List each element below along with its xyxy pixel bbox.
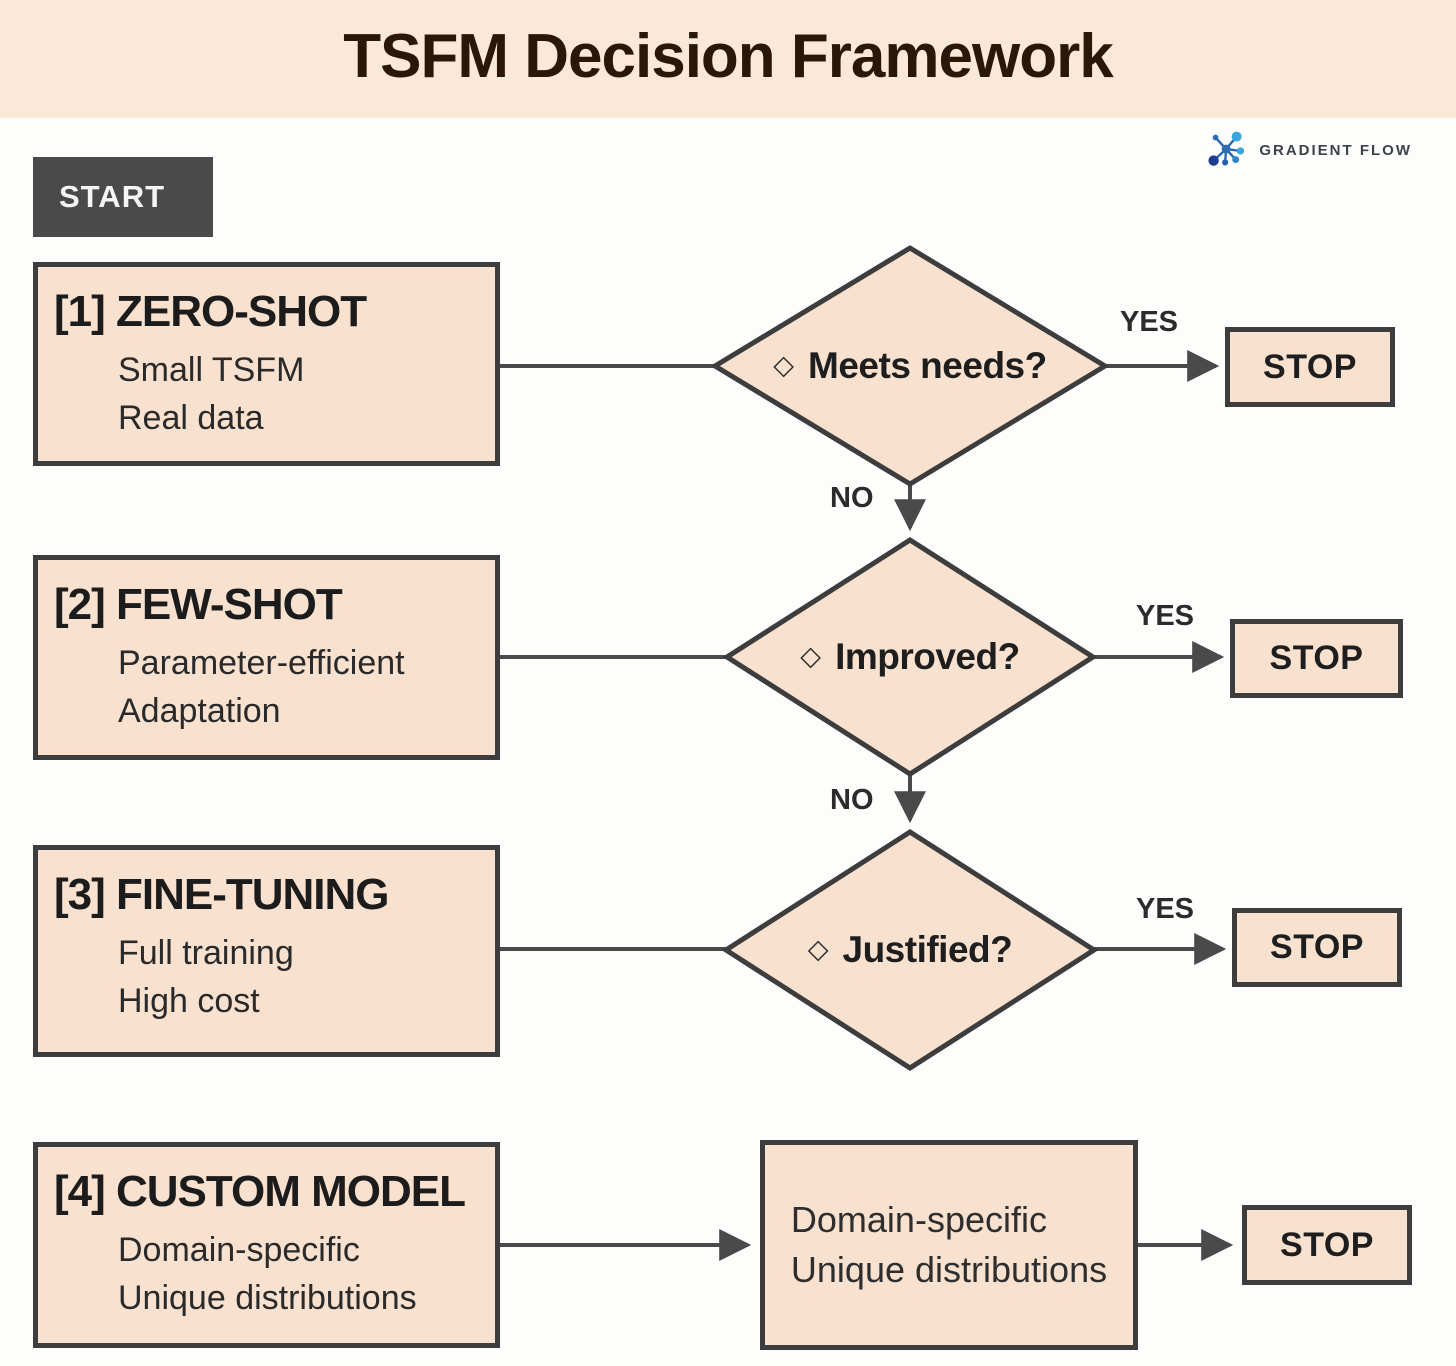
outcome-line: Domain-specific (790, 1198, 1047, 1240)
molecule-icon (1208, 131, 1245, 166)
step-detail: Parameter-efficient (118, 644, 405, 682)
header-band: TSFM Decision Framework (0, 0, 1456, 118)
step-heading: [2] FEW-SHOT (54, 580, 343, 629)
step-heading: [3] FINE-TUNING (54, 870, 390, 919)
step-detail: Adaptation (118, 691, 281, 730)
outcome-box-domain-specific: Domain-specific Unique distributions (760, 1140, 1138, 1350)
start-badge: START (33, 157, 213, 237)
decision-diamond-3 (721, 829, 1099, 1071)
small-diamond-icon: ◇ (807, 934, 829, 964)
step-box-fine-tuning: [3] FINE-TUNING Full training High cost (33, 845, 500, 1057)
stop-box-1: STOP (1225, 327, 1395, 407)
step-detail: Full training (118, 934, 294, 972)
step-detail: Real data (118, 398, 264, 437)
gradient-flow-logo: GRADIENT FLOW (1205, 126, 1412, 174)
outcome-line: Unique distributions (790, 1249, 1108, 1290)
decision-label-justified: ◇Justified? (807, 929, 1013, 970)
stop-box-2: STOP (1230, 619, 1403, 698)
yes-label-1: YES (1120, 306, 1179, 338)
step-heading: [4] CUSTOM MODEL (54, 1167, 466, 1216)
stop-box-3: STOP (1232, 908, 1402, 987)
yes-label-2: YES (1136, 600, 1195, 632)
step-box-few-shot: [2] FEW-SHOT Parameter-efficient Adaptat… (33, 555, 500, 760)
decision-diamond-2 (722, 537, 1098, 777)
start-label: START (59, 179, 166, 214)
logo-wordmark: GRADIENT FLOW (1259, 141, 1412, 159)
decision-label-improved: ◇Improved? (800, 636, 1020, 677)
step-detail: Small TSFM (118, 351, 305, 389)
no-label-1: NO (830, 482, 874, 514)
small-diamond-icon: ◇ (773, 350, 795, 380)
step-heading: [1] ZERO-SHOT (54, 287, 367, 336)
step-box-zero-shot: [1] ZERO-SHOT Small TSFM Real data (33, 262, 500, 466)
step-box-custom-model: [4] CUSTOM MODEL Domain-specific Unique … (33, 1142, 500, 1348)
decision-label-meets-needs: ◇Meets needs? (773, 345, 1047, 386)
decision-diamond-1 (710, 245, 1110, 487)
small-diamond-icon: ◇ (800, 641, 822, 671)
step-detail: Unique distributions (118, 1278, 417, 1317)
page-title: TSFM Decision Framework (343, 21, 1113, 91)
step-detail: High cost (118, 981, 260, 1020)
stop-box-4: STOP (1242, 1205, 1412, 1285)
no-label-2: NO (830, 784, 874, 816)
step-detail: Domain-specific (118, 1231, 360, 1269)
yes-label-3: YES (1136, 893, 1195, 925)
